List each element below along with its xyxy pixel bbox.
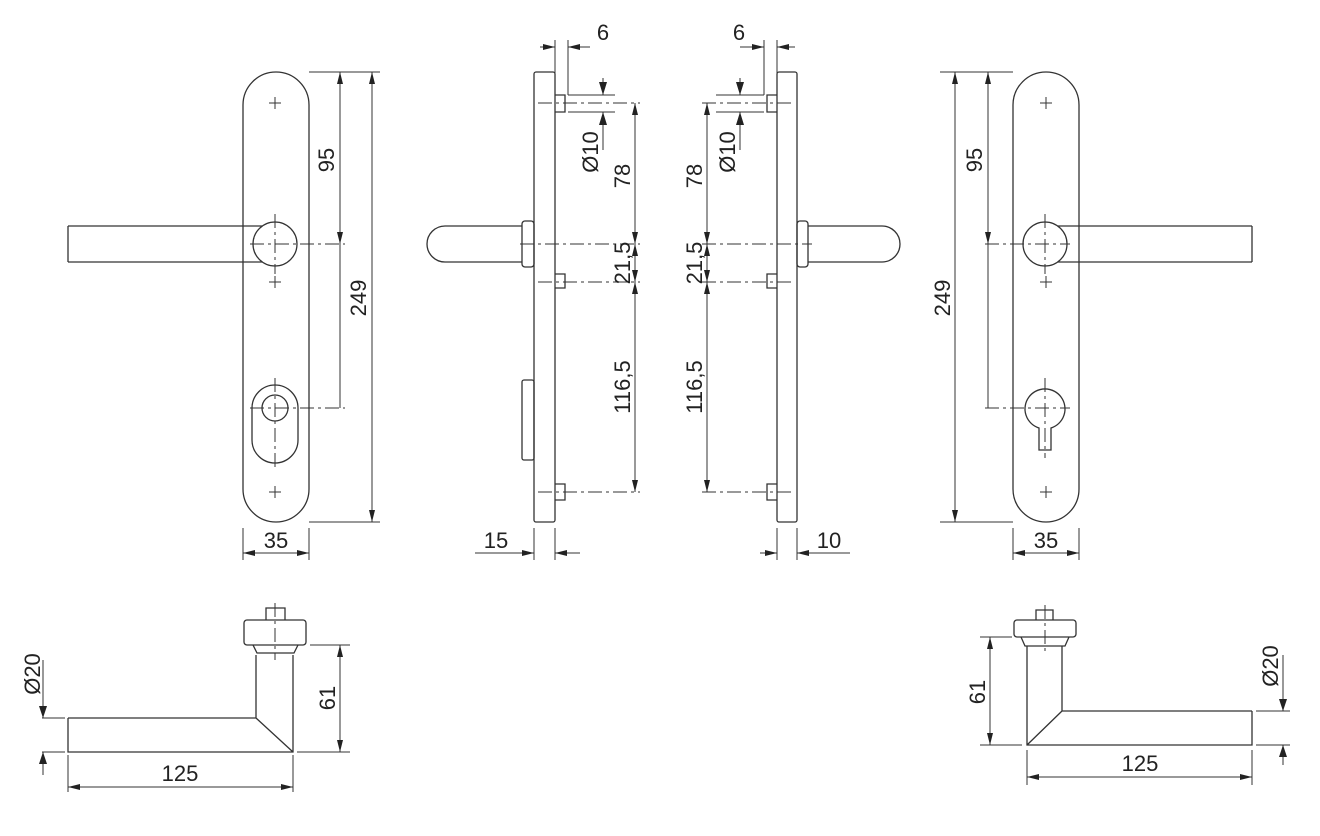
dim-d20-arrows xyxy=(1279,699,1287,757)
dim-6-arrows xyxy=(543,44,580,50)
dim-label: 125 xyxy=(1122,751,1159,776)
dim-label: 116,5 xyxy=(682,360,707,413)
keyhole-escutcheon xyxy=(1024,388,1066,451)
cylinder-side xyxy=(521,379,535,461)
lever-profile xyxy=(1026,646,1253,746)
dim-label: 35 xyxy=(264,528,288,553)
backplate-side xyxy=(533,71,556,523)
dim-label: Ø10 xyxy=(715,131,740,173)
dim-d10-arrows xyxy=(599,82,607,125)
dim-d10-arrows xyxy=(736,82,744,125)
centerline xyxy=(250,378,345,468)
extension-lines xyxy=(554,40,615,113)
backplate xyxy=(1012,71,1080,523)
centerline xyxy=(250,214,345,274)
dim-label: 95 xyxy=(962,148,987,172)
backplate xyxy=(242,71,310,523)
side-view-left: 6 Ø10 78 21,5 116,5 15 xyxy=(426,20,640,560)
dim-label: 78 xyxy=(682,164,707,188)
lever-side xyxy=(808,225,901,263)
handle-profile-left: 61 Ø20 125 xyxy=(20,603,350,792)
dim-label: 6 xyxy=(733,20,745,45)
dim-label: 249 xyxy=(346,280,371,317)
lever-profile xyxy=(67,655,294,753)
rosette-profile xyxy=(243,619,307,646)
dim-label: 35 xyxy=(1034,528,1058,553)
screw-marks xyxy=(1040,97,1052,498)
centerline xyxy=(985,378,1070,458)
dim-label: 6 xyxy=(597,20,609,45)
handle-profile-right: 61 Ø20 125 xyxy=(965,605,1290,785)
dim-label: 125 xyxy=(162,761,199,786)
dim-10-arrows xyxy=(765,550,809,556)
lever-side xyxy=(426,225,522,263)
dim-label: 15 xyxy=(484,528,508,553)
extension-lines xyxy=(309,71,380,523)
dim-label: Ø20 xyxy=(20,653,45,695)
dim-6-arrows xyxy=(752,44,789,50)
pins xyxy=(555,94,566,501)
dim-d20-arrows xyxy=(39,706,47,764)
screw-marks xyxy=(269,97,281,498)
dim-label: 249 xyxy=(930,280,955,317)
centerlines xyxy=(702,102,812,493)
pins xyxy=(766,94,777,501)
dim-label: 21,5 xyxy=(682,242,707,285)
side-view-right: 6 Ø10 78 21,5 116,5 10 xyxy=(682,20,901,560)
dim-label: Ø10 xyxy=(578,131,603,173)
centerline xyxy=(985,214,1070,274)
dim-label: 61 xyxy=(965,680,990,704)
dim-label: Ø20 xyxy=(1258,645,1283,687)
dim-label: 61 xyxy=(315,686,340,710)
lever-handle xyxy=(67,225,262,263)
front-view-left: 95 249 35 xyxy=(67,71,380,560)
dim-label: 78 xyxy=(610,164,635,188)
backplate-side xyxy=(776,71,798,523)
dim-15-arrows xyxy=(522,550,567,556)
front-view-right: 95 249 35 xyxy=(930,71,1253,560)
dim-label: 21,5 xyxy=(610,242,635,285)
lever-handle xyxy=(1058,225,1253,263)
dim-label: 95 xyxy=(314,148,339,172)
centerlines xyxy=(520,102,640,493)
dim-label: 10 xyxy=(817,528,841,553)
dim-label: 116,5 xyxy=(610,360,635,413)
